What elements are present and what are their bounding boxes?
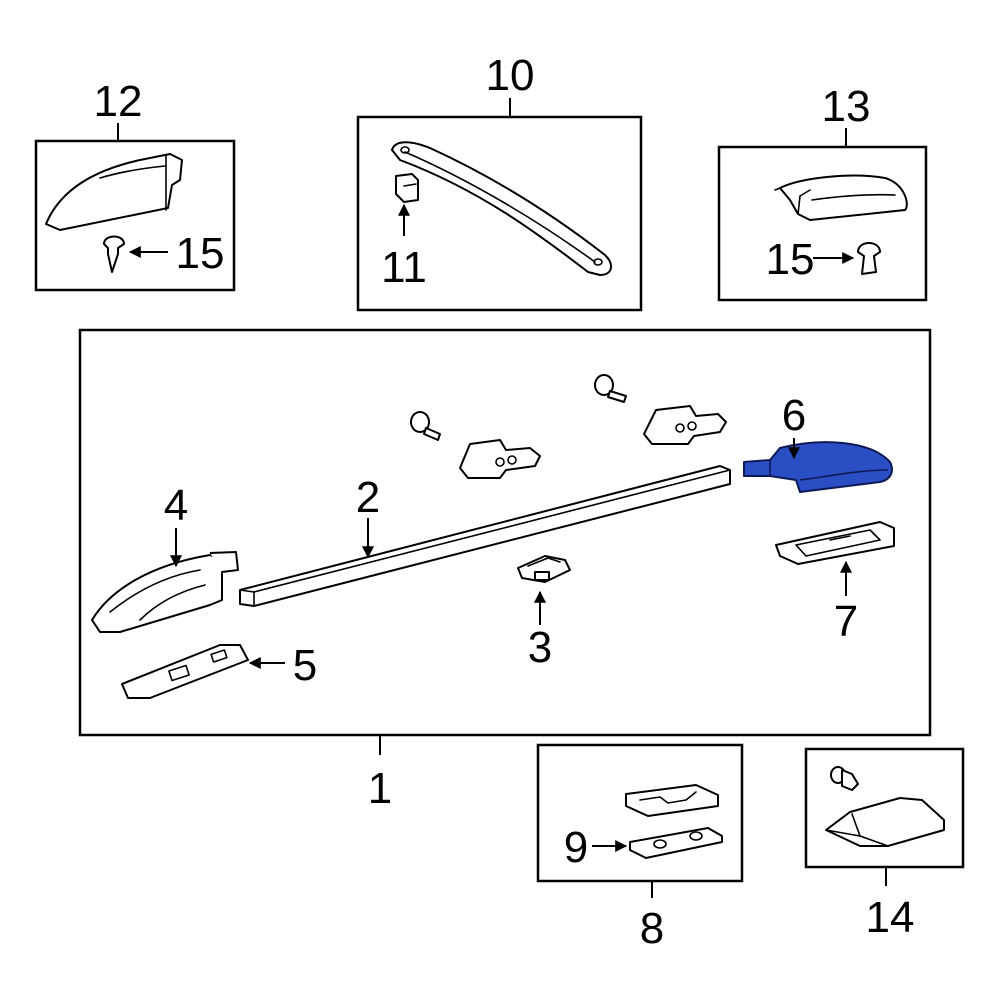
bracket-left[interactable] — [459, 439, 541, 479]
bolt-left[interactable] — [410, 411, 441, 441]
part-10-cross-bar[interactable] — [391, 141, 612, 276]
callout-7[interactable]: 7 — [834, 597, 858, 646]
clip-15-right[interactable] — [857, 242, 881, 275]
callout-13[interactable]: 13 — [822, 82, 871, 131]
clip-15-left[interactable] — [103, 235, 125, 273]
part-14-cover[interactable] — [825, 797, 945, 847]
part-7-rear-pad[interactable] — [775, 521, 895, 565]
part-9-pad[interactable] — [629, 827, 723, 859]
callout-1[interactable]: 1 — [368, 764, 392, 813]
callout-8[interactable]: 8 — [640, 904, 664, 953]
callout-12[interactable]: 12 — [94, 77, 143, 126]
callout-4[interactable]: 4 — [164, 481, 188, 530]
callout-14[interactable]: 14 — [866, 893, 915, 942]
callout-3[interactable]: 3 — [528, 623, 552, 672]
callout-10[interactable]: 10 — [486, 51, 535, 100]
callout-2[interactable]: 2 — [356, 473, 380, 522]
main-assembly-box — [78, 328, 932, 737]
part-5-front-pad[interactable] — [121, 644, 249, 699]
bracket-right[interactable] — [643, 405, 727, 445]
box-12 — [34, 139, 236, 292]
part-8-bracket[interactable] — [625, 784, 719, 817]
part-3-clip[interactable] — [517, 555, 571, 583]
part-2-roof-rail[interactable] — [239, 465, 731, 607]
box-14 — [804, 747, 965, 869]
callout-11[interactable]: 11 — [381, 243, 427, 292]
callout-6[interactable]: 6 — [782, 391, 806, 440]
bolt-right[interactable] — [594, 374, 627, 403]
callout-5[interactable]: 5 — [293, 641, 317, 690]
box-10 — [356, 115, 643, 312]
part-6-rear-cap[interactable] — [743, 441, 893, 493]
part-13-end-cover[interactable] — [774, 174, 908, 221]
part-12-end-cover[interactable] — [45, 153, 183, 231]
part-4-front-cap[interactable] — [91, 551, 239, 633]
box-13 — [717, 145, 928, 302]
box-8 — [536, 743, 744, 883]
bolt-14[interactable] — [830, 766, 859, 791]
callout-9[interactable]: 9 — [564, 823, 588, 872]
callout-15b[interactable]: 15 — [766, 235, 815, 284]
part-11-clip[interactable] — [395, 173, 419, 203]
callout-15a[interactable]: 15 — [176, 229, 225, 278]
